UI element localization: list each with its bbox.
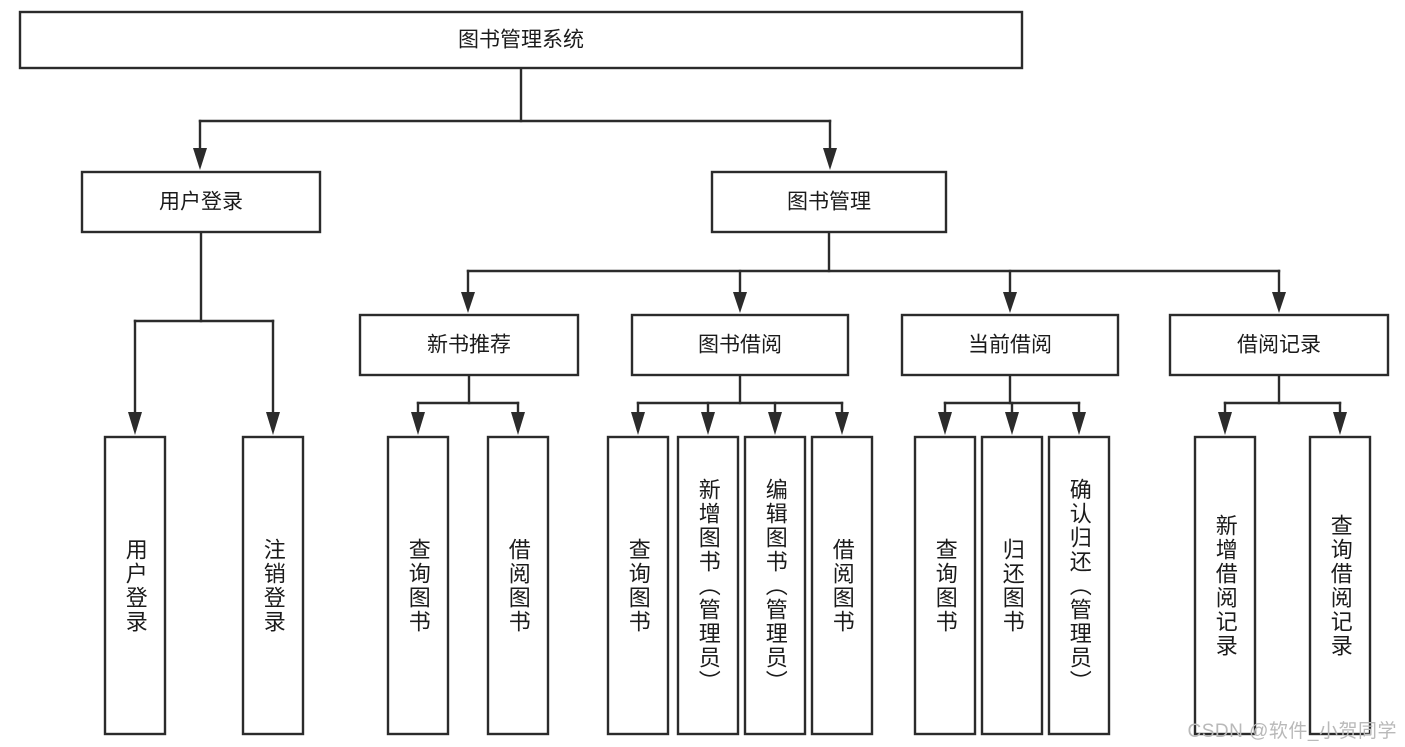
arrow-head-leaf-query-record	[1333, 412, 1347, 435]
connector-group-root	[193, 66, 837, 170]
arrow-head-leaf-add-record	[1218, 412, 1232, 435]
arrow-head-leaf-query-book-3	[938, 412, 952, 435]
node-book-borrow-label: 图书借阅	[698, 334, 782, 357]
arrow-head-leaf-return-book	[1005, 412, 1019, 435]
node-new-book-recommend[interactable]: 新书推荐	[358, 313, 580, 377]
arrow-head-current-borrow	[1003, 292, 1017, 313]
node-user-login-box	[80, 170, 322, 234]
connector-group-book-mgmt	[461, 230, 1286, 313]
arrow-head-leaf-add-book	[701, 412, 715, 435]
arrow-head-book-borrow	[733, 292, 747, 313]
leaf-box-query-book-3[interactable]	[913, 435, 977, 736]
arrow-head-leaf-edit-book	[768, 412, 782, 435]
node-root-box	[18, 10, 1024, 70]
node-book-management[interactable]: 图书管理	[710, 170, 948, 234]
leaf-box-edit-book[interactable]	[743, 435, 807, 736]
node-root-label: 图书管理系统	[458, 29, 584, 52]
leaf-box-add-record[interactable]	[1193, 435, 1257, 736]
node-book-management-label: 图书管理	[787, 191, 871, 214]
node-user-login-label: 用户登录	[159, 191, 243, 214]
connector-group-current-borrow	[938, 373, 1086, 435]
leaf-box-user-login[interactable]	[103, 435, 167, 736]
arrow-head-borrow-record	[1272, 292, 1286, 313]
arrow-head-leaf-query-book-2	[631, 412, 645, 435]
leaf-box-add-book[interactable]	[676, 435, 740, 736]
node-user-login[interactable]: 用户登录	[80, 170, 322, 234]
node-book-borrow[interactable]: 图书借阅	[630, 313, 850, 377]
connector-group-book-borrow	[631, 373, 849, 435]
arrow-head-book-mgmt	[823, 148, 837, 170]
node-borrow-record-label: 借阅记录	[1237, 334, 1321, 357]
arrow-head-leaf-confirm-return	[1072, 412, 1086, 435]
arrow-head-leaf-user-login	[128, 412, 142, 435]
arrow-head-leaf-logout	[266, 412, 280, 435]
node-current-borrow-label: 当前借阅	[968, 334, 1052, 357]
arrow-head-leaf-borrow-book-1	[511, 412, 525, 435]
leaf-box-confirm-return[interactable]	[1047, 435, 1111, 736]
arrow-head-leaf-borrow-book-2	[835, 412, 849, 435]
connector-group-user-login	[128, 230, 280, 435]
leaf-box-group	[103, 435, 1372, 736]
leaf-box-borrow-book-1[interactable]	[486, 435, 550, 736]
node-borrow-record-box	[1168, 313, 1390, 377]
node-new-book-recommend-box	[358, 313, 580, 377]
leaf-box-query-book-2[interactable]	[606, 435, 670, 736]
leaf-box-query-record[interactable]	[1308, 435, 1372, 736]
arrow-head-user-login	[193, 148, 207, 170]
arrow-head-leaf-query-book-1	[411, 412, 425, 435]
watermark-text: CSDN @软件_小贺同学	[1187, 721, 1397, 742]
connector-group-new-book-rec	[411, 373, 525, 435]
node-borrow-record[interactable]: 借阅记录	[1168, 313, 1390, 377]
node-root-system[interactable]: 图书管理系统	[18, 10, 1024, 70]
arrow-head-new-book-rec	[461, 292, 475, 313]
leaf-box-logout[interactable]	[241, 435, 305, 736]
node-new-book-recommend-label: 新书推荐	[427, 334, 511, 357]
node-current-borrow[interactable]: 当前借阅	[900, 313, 1120, 377]
leaf-box-borrow-book-2[interactable]	[810, 435, 874, 736]
leaf-box-return-book[interactable]	[980, 435, 1044, 736]
node-book-borrow-box	[630, 313, 850, 377]
leaf-box-query-book-1[interactable]	[386, 435, 450, 736]
node-book-management-box	[710, 170, 948, 234]
node-current-borrow-box	[900, 313, 1120, 377]
connector-group-borrow-record	[1218, 373, 1347, 435]
